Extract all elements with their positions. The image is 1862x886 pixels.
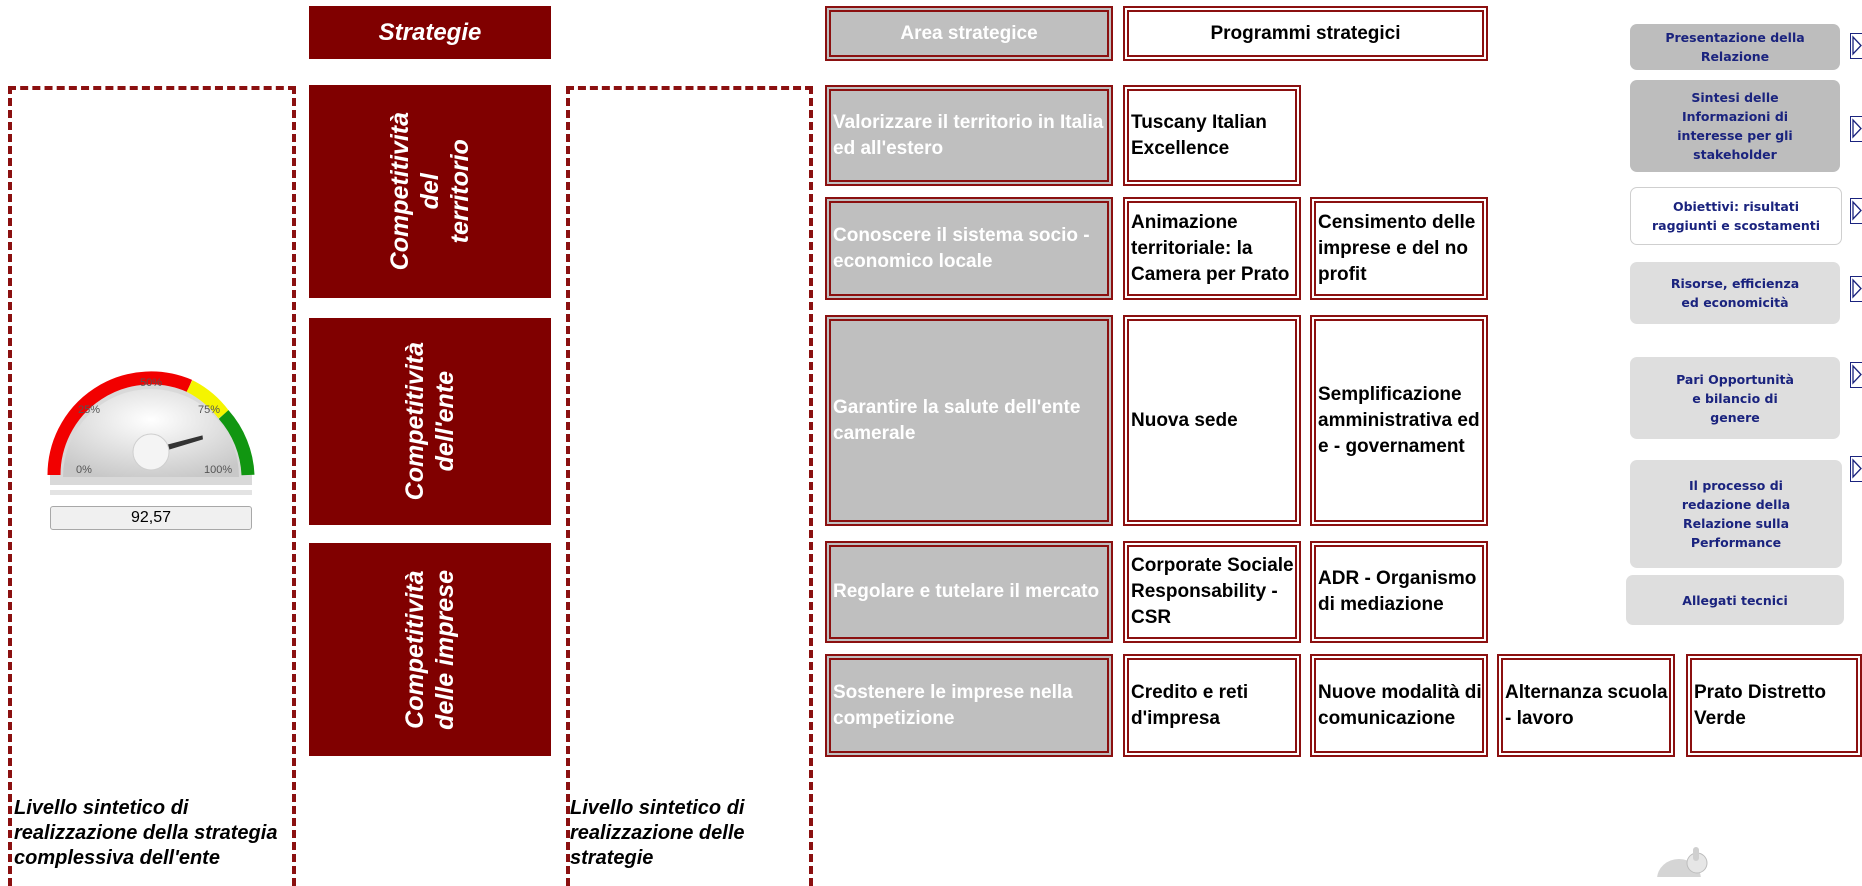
- svg-text:25%: 25%: [78, 404, 100, 416]
- nav-arrow-risorse-icon[interactable]: [1850, 276, 1862, 302]
- program-corporate-social-responsibility[interactable]: Corporate Sociale Responsability - CSR: [1123, 541, 1301, 643]
- area-regolare-mercato[interactable]: Regolare e tutelare il mercato: [825, 541, 1113, 643]
- program-tuscany-italian-excellence[interactable]: Tuscany Italian Excellence: [1123, 85, 1301, 186]
- strategy-competitivita-ente[interactable]: Competitività dell'ente: [309, 318, 551, 525]
- area-conoscere-sistema[interactable]: Conoscere il sistema socio - economico l…: [825, 197, 1113, 300]
- svg-text:50%: 50%: [140, 377, 162, 389]
- area-sostenere-imprese[interactable]: Sostenere le imprese nella competizione: [825, 654, 1113, 757]
- person-figure-icon: [1655, 845, 1715, 886]
- area-valorizzare-territorio[interactable]: Valorizzare il territorio in Italia ed a…: [825, 85, 1113, 186]
- gauge-value: 92,57: [130, 509, 172, 526]
- program-adr-mediazione[interactable]: ADR - Organismo di mediazione: [1310, 541, 1488, 643]
- area-garantire-salute[interactable]: Garantire la salute dell'ente camerale: [825, 315, 1113, 526]
- program-nuove-modalita-comunicazione[interactable]: Nuove modalità di comunicazione: [1310, 654, 1488, 757]
- nav-processo-redazione[interactable]: Il processo di redazione della Relazione…: [1630, 460, 1842, 568]
- area-strategiche-header: Area strategice: [825, 6, 1113, 61]
- svg-text:100%: 100%: [204, 464, 232, 476]
- programmi-strategici-header: Programmi strategici: [1123, 6, 1488, 61]
- nav-arrow-sintesi-icon[interactable]: [1850, 116, 1862, 142]
- strategy-competitivita-territorio[interactable]: Competitività del territorio: [309, 85, 551, 298]
- program-semplificazione-amministrativa[interactable]: Semplificazione amministrativa ed e - go…: [1310, 315, 1488, 526]
- nav-obiettivi-risultati[interactable]: Obiettivi: risultati raggiunti e scostam…: [1630, 187, 1842, 245]
- overall-caption: Livello sintetico di realizzazione della…: [14, 797, 278, 869]
- svg-text:75%: 75%: [198, 404, 220, 416]
- nav-pari-opportunita[interactable]: Pari Opportunità e bilancio di genere: [1630, 357, 1840, 439]
- program-animazione-territoriale[interactable]: Animazione territoriale: la Camera per P…: [1123, 197, 1301, 300]
- program-censimento-imprese[interactable]: Censimento delle imprese e del no profit: [1310, 197, 1488, 300]
- program-nuova-sede[interactable]: Nuova sede: [1123, 315, 1301, 526]
- strategy-competitivita-imprese[interactable]: Competitività delle imprese: [309, 543, 551, 756]
- svg-text:0%: 0%: [76, 464, 92, 476]
- gauge-base-bar: [50, 490, 252, 495]
- strategies-indicator-panel: [566, 86, 813, 886]
- nav-arrow-processo-icon[interactable]: [1850, 456, 1862, 482]
- program-credito-reti-impresa[interactable]: Credito e reti d'impresa: [1123, 654, 1301, 757]
- overall-gauge: 0% 25% 50% 75% 100%: [44, 345, 258, 495]
- strategies-caption: Livello sintetico di realizzazione delle…: [570, 797, 745, 869]
- overall-indicator-panel: [8, 86, 296, 886]
- gauge-dial-icon: 0% 25% 50% 75% 100%: [47, 371, 255, 485]
- nav-risorse-efficienza[interactable]: Risorse, efficienza ed economicità: [1630, 262, 1840, 324]
- gauge-value-box: 92,57: [50, 506, 252, 530]
- nav-arrow-obiettivi-icon[interactable]: [1850, 198, 1862, 224]
- nav-arrow-pari-opportunita-icon[interactable]: [1850, 362, 1862, 388]
- program-prato-distretto-verde[interactable]: Prato Distretto Verde: [1686, 654, 1862, 757]
- nav-arrow-presentazione-icon[interactable]: [1850, 33, 1862, 59]
- strategies-header: Strategie: [309, 6, 551, 59]
- nav-presentazione-relazione[interactable]: Presentazione della Relazione: [1630, 24, 1840, 70]
- nav-sintesi-informazioni[interactable]: Sintesi delle Informazioni di interesse …: [1630, 80, 1840, 172]
- nav-allegati-tecnici[interactable]: Allegati tecnici: [1626, 575, 1844, 625]
- program-alternanza-scuola-lavoro[interactable]: Alternanza scuola - lavoro: [1497, 654, 1675, 757]
